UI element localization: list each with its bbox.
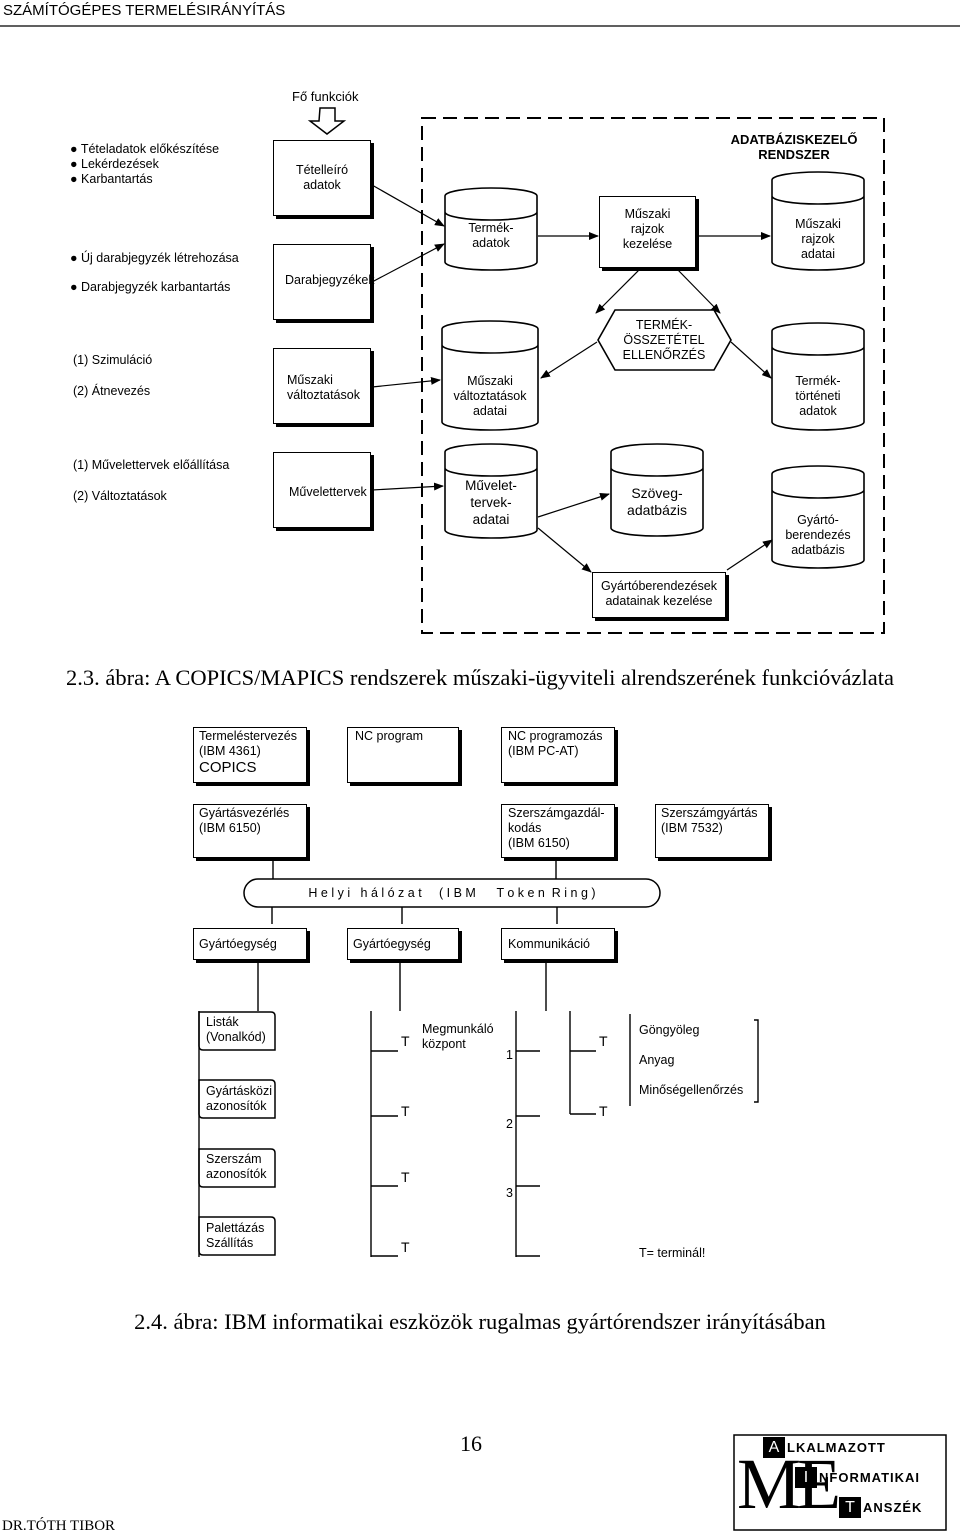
box-muszaki-valtoztatasok: Műszaki változtatások <box>273 348 371 424</box>
termelestervezes-label: Termeléstervezés (IBM 4361) <box>199 729 297 758</box>
logo-word-1: LKALMAZOTT <box>787 1440 886 1455</box>
anyag-label: Anyag <box>639 1053 675 1067</box>
minosegellenorzes-label: Minőségellenőrzés <box>639 1083 744 1097</box>
row1-bullets: ● Tételadatok előkészítése ● Lekérdezése… <box>70 142 219 187</box>
terminal-6: T <box>599 1103 608 1119</box>
db-muvelet-adatai: Művelet- tervek- adatai <box>465 478 517 527</box>
database-system-frame <box>421 117 885 634</box>
logo-letter-a: A <box>768 1439 780 1456</box>
logo-t-box <box>839 1497 861 1518</box>
main-functions-label: Fő funkciók <box>292 89 359 104</box>
box-rajzok-kezelese: Műszaki rajzok kezelése <box>599 196 696 268</box>
terminal-note: T= terminál! <box>639 1246 706 1260</box>
bullet-item: ● Tételadatok előkészítése <box>70 142 220 156</box>
terminal-2: T <box>401 1103 410 1119</box>
doc-szerszam: Szerszám azonosítók <box>206 1152 267 1181</box>
machine-number-3: 3 <box>506 1186 513 1200</box>
db-rajzok-adatai: Műszaki rajzok adatai <box>795 217 841 261</box>
page-number: 16 <box>460 1431 482 1456</box>
logo-a-box <box>763 1437 785 1458</box>
box-nc-program: NC program <box>347 727 459 783</box>
network-bar <box>243 878 661 908</box>
box-nc-programozas: NC programozás (IBM PC-AT) <box>501 727 615 783</box>
bullet-item: ● Karbantartás <box>70 172 153 186</box>
logo-word-3: ANSZÉK <box>863 1500 923 1515</box>
box-gyartoegyseg-1: Gyártóegység <box>193 928 307 960</box>
megmunkalo-kozpont: Megmunkáló központ <box>422 1022 494 1051</box>
terminal-5: T <box>599 1033 608 1049</box>
doc-palettazas: Palettázás Szállítás <box>206 1221 265 1250</box>
row3-item: (1) Szimuláció <box>73 353 153 367</box>
box-szerszamgyartas: Szerszámgyártás (IBM 7532) <box>655 804 769 858</box>
logo-word-2: NFORMATIKAI <box>819 1470 921 1485</box>
row4-item: (1) Művelettervek előállítása <box>73 458 230 472</box>
db-gyarto: Gyártó- berendezés adatbázis <box>785 513 851 557</box>
author-name: DR.TÓTH TIBOR <box>2 1518 116 1534</box>
box-szerszamgazdalkodas: Szerszámgazdál- kodás (IBM 6150) <box>501 804 615 858</box>
main-functions-arrow <box>307 107 347 135</box>
doc-listak: Listák (Vonalkód) <box>206 1015 266 1044</box>
terminal-3: T <box>401 1169 410 1185</box>
box-termelestervezes: Termeléstervezés (IBM 4361) COPICS <box>193 727 307 783</box>
db-valt-adatai-shape <box>441 344 539 431</box>
copics-label: COPICS <box>199 759 257 776</box>
db-muvelet-adatai-shape <box>444 467 538 539</box>
db-termekadatok: Termék- adatok <box>468 221 514 250</box>
box-muvelettervek: Művelettervek <box>273 452 371 528</box>
box-gyarto-kezelese: Gyártóberendezések adatainak kezelése <box>592 572 726 618</box>
doc-gyartaskozi: Gyártásközi azonosítók <box>206 1084 272 1113</box>
db-valt-adatai: Műszaki változtatások adatai <box>453 374 527 418</box>
page-header-title: SZÁMÍTÓGÉPES TERMELÉSIRÁNYÍTÁS <box>3 2 286 19</box>
db-szoveg: Szöveg- adatbázis <box>627 485 687 518</box>
box-tetelleiro: Tételleíró adatok <box>273 140 371 216</box>
db-tortenet-shape <box>771 346 865 431</box>
db-szoveg-shape <box>610 467 704 537</box>
db-gyarto-shape <box>771 489 865 569</box>
hexagon-ellenorzes: TERMÉK- ÖSSZETÉTEL ELLENŐRZÉS <box>622 318 706 362</box>
box-gyartasvezerles: Gyártásvezérlés (IBM 6150) <box>193 804 307 858</box>
db-rajzok-adatai-shape <box>771 195 865 271</box>
box-kommunikacio: Kommunikáció <box>501 928 615 960</box>
machine-number-2: 2 <box>506 1117 513 1131</box>
logo-i-box <box>795 1467 817 1488</box>
bullet-item: ● Új darabjegyzék létrehozása <box>70 251 239 265</box>
terminal-1: T <box>401 1033 410 1049</box>
terminal-4: T <box>401 1239 410 1255</box>
logo-me: ME <box>737 1444 841 1524</box>
row3-item: (2) Átnevezés <box>73 384 151 398</box>
logo-letter-t: T <box>845 1499 855 1516</box>
db-tortenet: Termék- történeti adatok <box>795 374 841 418</box>
box-gyartoegyseg-2: Gyártóegység <box>347 928 459 960</box>
bullet-item: ● Lekérdezések <box>70 157 159 171</box>
database-system-title: ADATBÁZISKEZELŐ RENDSZER <box>730 132 858 162</box>
figure-2-4-caption: 2.4. ábra: IBM informatikai eszközök rug… <box>134 1309 826 1334</box>
gongyoleg-label: Göngyöleg <box>639 1023 700 1037</box>
figure-2-3-caption: 2.3. ábra: A COPICS/MAPICS rendszerek mű… <box>66 665 894 690</box>
bullet-item: ● Darabjegyzék karbantartás <box>70 280 231 294</box>
logo-letter-i: I <box>803 1469 809 1486</box>
db-termekadatok-shape <box>444 211 538 271</box>
row4-item: (2) Változtatások <box>73 489 167 503</box>
network-label: H e l y i h á l ó z a t ( I B M T o k e … <box>308 886 596 900</box>
machine-number-1: 1 <box>506 1048 513 1062</box>
box-darabjegyzekek: Darabjegyzékek <box>273 244 375 320</box>
